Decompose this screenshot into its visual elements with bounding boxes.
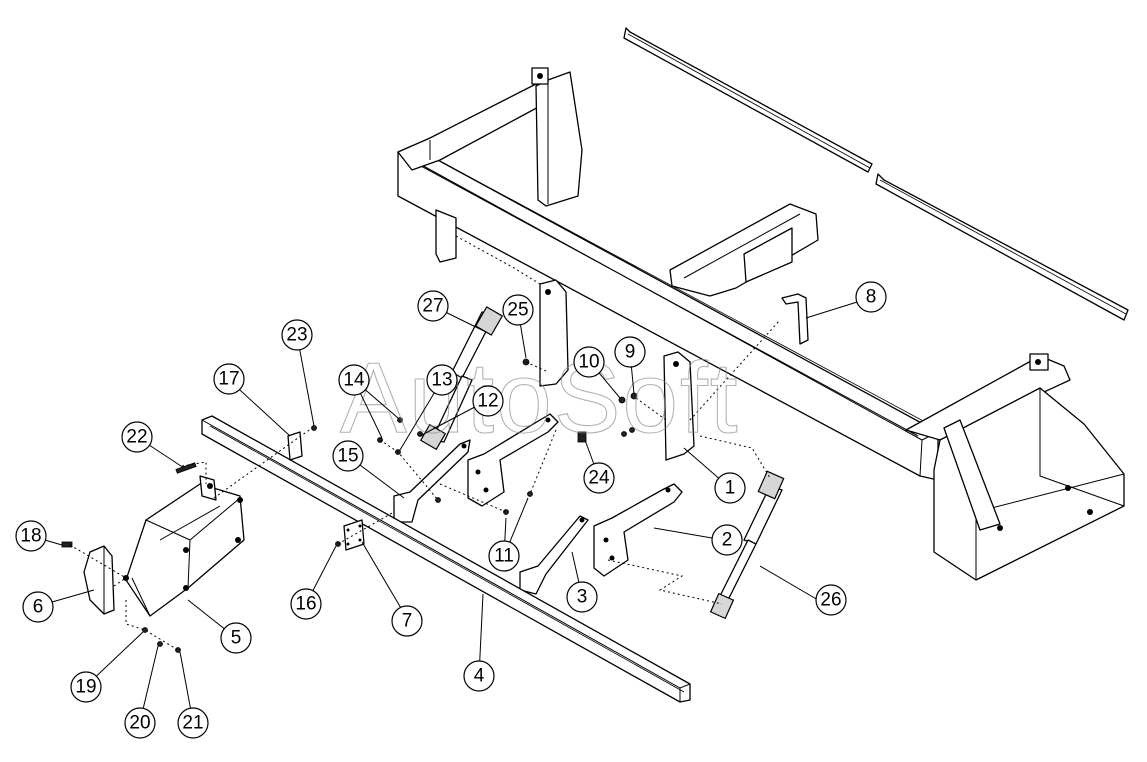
svg-text:23: 23: [286, 325, 307, 346]
callout-10: 10: [573, 346, 605, 378]
svg-text:14: 14: [343, 370, 365, 391]
callout-17: 17: [213, 363, 245, 395]
svg-text:26: 26: [820, 590, 841, 611]
upright-bracket: [539, 279, 569, 387]
callout-25: 25: [502, 294, 534, 326]
svg-text:5: 5: [231, 628, 242, 649]
callout-23: 23: [281, 319, 313, 351]
callout-4: 4: [463, 660, 495, 692]
handle-part-8: [781, 293, 809, 345]
svg-text:8: 8: [866, 287, 877, 308]
frame-box-part-5: [123, 475, 245, 617]
callout-2: 2: [711, 524, 743, 556]
plate-part-7: [343, 519, 365, 551]
svg-text:7: 7: [402, 611, 413, 632]
svg-text:9: 9: [625, 342, 636, 363]
svg-text:4: 4: [474, 666, 485, 687]
callout-24: 24: [583, 462, 615, 494]
callout-11: 11: [488, 540, 520, 572]
callout-5: 5: [220, 622, 252, 654]
svg-text:13: 13: [431, 370, 452, 391]
callout-13: 13: [426, 364, 458, 396]
svg-text:18: 18: [20, 526, 41, 547]
callout-8: 8: [855, 281, 887, 313]
svg-text:11: 11: [494, 546, 514, 567]
callout-16: 16: [290, 588, 322, 620]
bracket-part-6: [83, 545, 115, 615]
callout-27: 27: [417, 290, 449, 322]
callout-21: 21: [177, 707, 209, 739]
callout-7: 7: [391, 605, 423, 637]
plate-part-17: [287, 431, 303, 461]
svg-text:12: 12: [477, 391, 498, 412]
svg-text:6: 6: [33, 597, 44, 618]
beam-part-4: [201, 415, 691, 703]
assembly-lines: [69, 235, 781, 651]
callout-22: 22: [121, 421, 153, 453]
svg-text:22: 22: [126, 427, 147, 448]
callouts: 1 2 3 4 5 6 7 8 9 10 11 12 13 14 15 16 1…: [15, 281, 887, 739]
callout-3: 3: [566, 581, 598, 613]
main-frame: [397, 67, 1125, 581]
svg-text:19: 19: [75, 677, 96, 698]
cylinder-part-27: [419, 306, 504, 451]
svg-text:17: 17: [218, 369, 239, 390]
svg-text:1: 1: [725, 478, 736, 499]
rail-lower: [875, 173, 1129, 321]
rail-upper: [623, 27, 873, 173]
callout-14: 14: [338, 364, 370, 396]
svg-text:10: 10: [578, 352, 599, 373]
callout-20: 20: [124, 707, 156, 739]
callout-18: 18: [15, 520, 47, 552]
svg-text:24: 24: [588, 468, 610, 489]
callout-1: 1: [714, 472, 746, 504]
callout-15: 15: [332, 440, 364, 472]
svg-text:3: 3: [577, 587, 588, 608]
svg-text:15: 15: [337, 446, 358, 467]
svg-text:16: 16: [295, 594, 316, 615]
callout-6: 6: [22, 591, 54, 623]
callout-12: 12: [472, 385, 504, 417]
bracket-arm-part-2: [593, 483, 683, 577]
cylinder-part-26: [709, 470, 785, 620]
watermark-text: AutoSoft: [340, 342, 740, 454]
callout-19: 19: [70, 671, 102, 703]
svg-text:20: 20: [129, 713, 150, 734]
svg-text:21: 21: [182, 713, 203, 734]
callout-9: 9: [614, 336, 646, 368]
callout-26: 26: [815, 584, 847, 616]
svg-text:27: 27: [422, 296, 443, 317]
svg-text:25: 25: [507, 300, 528, 321]
svg-text:2: 2: [722, 530, 733, 551]
upright-part-1: [663, 351, 695, 461]
bracket-arm-left: [467, 413, 559, 507]
